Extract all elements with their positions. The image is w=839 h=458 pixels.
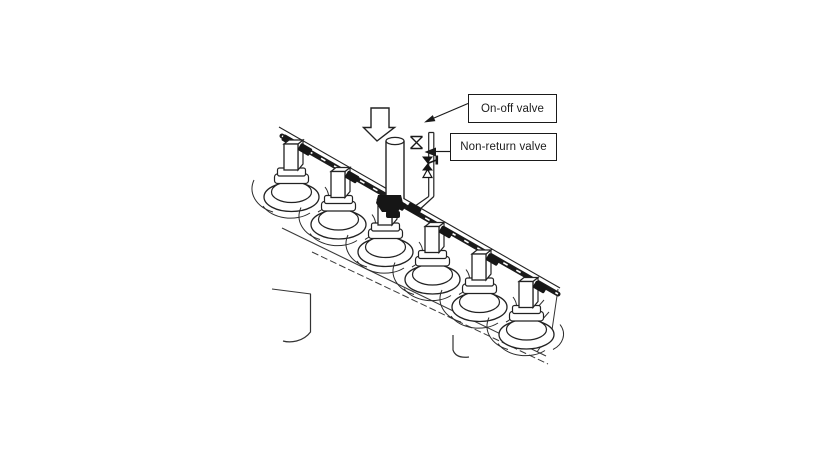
label-on-off-valve-text: On-off valve xyxy=(481,102,544,115)
on-off-valve-symbol xyxy=(410,135,423,150)
rail-fitting xyxy=(438,225,454,239)
label-non-return-valve: Non-return valve xyxy=(450,133,557,161)
on-off-leader-arrow xyxy=(424,102,469,123)
supply-cylinder xyxy=(376,136,405,218)
rail-fitting xyxy=(297,143,313,156)
connecting-pipe xyxy=(406,131,435,216)
rail-fitting xyxy=(532,280,548,294)
rail-fitting xyxy=(485,253,501,266)
injector-units xyxy=(251,139,565,357)
injector-unit xyxy=(251,139,330,219)
label-on-off-valve: On-off valve xyxy=(468,94,557,123)
rail-fitting xyxy=(344,170,360,184)
non-return-valve-symbol xyxy=(421,155,439,179)
label-non-return-valve-text: Non-return valve xyxy=(460,141,547,153)
flow-arrow-icon xyxy=(361,107,397,142)
non-return-leader-arrow xyxy=(424,147,450,157)
